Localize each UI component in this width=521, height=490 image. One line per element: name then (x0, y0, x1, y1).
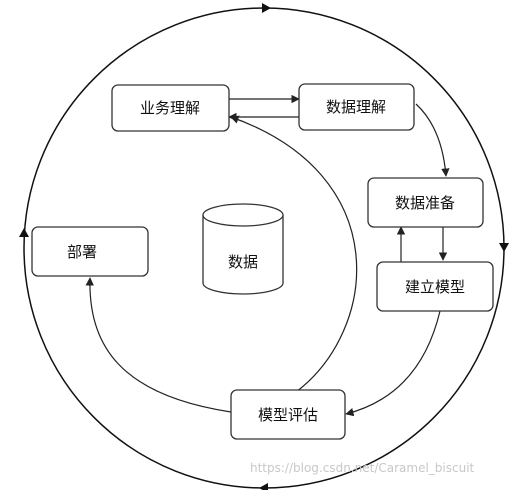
watermark-text: https://blog.csdn.net/Caramel_biscuit (250, 461, 475, 475)
node-modeling-label: 建立模型 (405, 278, 465, 296)
arrow-evaluation-to-deployment (85, 277, 232, 413)
node-modeling: 建立模型 (376, 261, 494, 312)
node-deployment-label: 部署 (67, 243, 97, 261)
node-data-understanding-label: 数据理解 (326, 98, 386, 116)
node-data-preparation-label: 数据准备 (395, 194, 455, 212)
node-deployment: 部署 (31, 226, 149, 277)
cycle-arrowhead-left (19, 228, 29, 237)
node-business-understanding-label: 业务理解 (140, 99, 200, 117)
cycle-arrowhead-right (499, 243, 509, 252)
node-evaluation-label: 模型评估 (258, 406, 318, 424)
cycle-arrowhead-top (262, 3, 271, 13)
data-cylinder-label: 数据 (228, 253, 258, 271)
cycle-arrowhead-bottom (259, 483, 268, 490)
arrow-modeling-to-evaluation (345, 310, 441, 417)
node-data-preparation: 数据准备 (367, 177, 484, 228)
arrow-data-understanding-to-preparation (415, 103, 450, 177)
node-business-understanding: 业务理解 (111, 84, 230, 132)
data-cylinder: 数据 (202, 203, 284, 295)
node-evaluation: 模型评估 (230, 389, 346, 440)
node-data-understanding: 数据理解 (298, 83, 415, 131)
arrow-evaluation-to-business (230, 115, 358, 393)
